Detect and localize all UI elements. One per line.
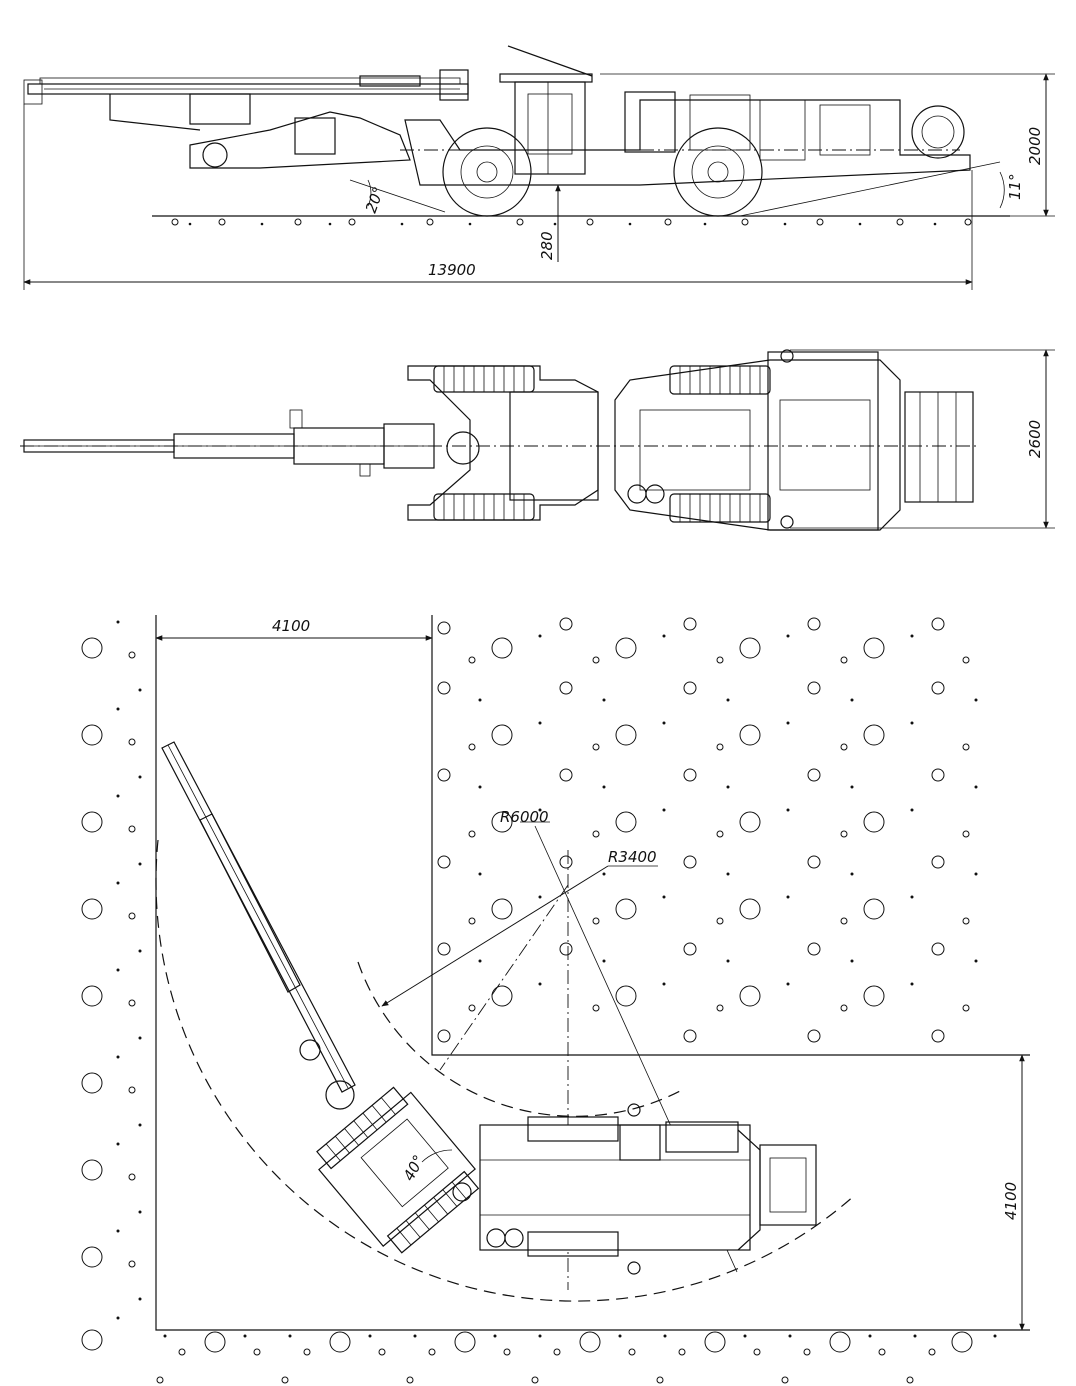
- departure-angle-line: [739, 161, 1001, 217]
- inner-turning-arc: [357, 961, 683, 1117]
- front-frame-top: [407, 365, 599, 521]
- operator-canopy: [499, 45, 593, 175]
- rig-front-frame: [316, 1086, 480, 1254]
- drift-width-top-label: 4100: [272, 617, 310, 635]
- departure-angle-label: 11°: [1006, 173, 1024, 200]
- front-wheel: [442, 127, 532, 217]
- approach-angle-arc: [367, 179, 372, 207]
- turning-centerline-diagonal: [439, 884, 569, 1071]
- rear-frame-top: [614, 349, 901, 531]
- ground-hatch: [171, 218, 972, 226]
- drill-boom-side: [23, 69, 469, 169]
- rock-left-strip: [81, 620, 142, 1351]
- rock-bottom-strip: [156, 1331, 997, 1384]
- front-tires-top: [433, 365, 535, 521]
- r3400-leader: [381, 865, 609, 1007]
- approach-angle-label: 20°: [362, 184, 388, 215]
- inner-drift-wall: [431, 615, 1030, 1056]
- side-view: 13900 2000 280 20° 11°: [23, 45, 1055, 290]
- rear-tires-top: [669, 365, 771, 523]
- outer-drift-wall: [155, 615, 1030, 1331]
- approach-angle-line: [349, 179, 446, 213]
- articulation-angle-arc: [421, 1149, 453, 1163]
- rear-reel-top: [904, 391, 974, 503]
- departure-angle-arc: [999, 171, 1005, 209]
- outer-turning-arc: [155, 839, 856, 1302]
- drill-boom-top: [23, 409, 480, 477]
- rear-wheel: [673, 127, 763, 217]
- overall-length-label: 13900: [428, 261, 476, 279]
- outer-radius-label: R6000: [500, 808, 549, 826]
- height-label: 2000: [1026, 127, 1044, 165]
- drift-width-right-label: 4100: [1002, 1182, 1020, 1220]
- top-view: 2600: [20, 349, 1055, 531]
- rock-inner-block: [437, 617, 978, 1043]
- inner-radius-label: R3400: [608, 848, 657, 866]
- ground-clearance-label: 280: [538, 231, 556, 260]
- articulation-joint: [452, 1182, 472, 1202]
- rig-rear-frame: [479, 1103, 817, 1275]
- rig-boom-turning: [161, 741, 356, 1110]
- chassis-side: [400, 91, 971, 186]
- turning-view: R6000 R3400: [81, 615, 1030, 1384]
- width-label: 2600: [1026, 420, 1044, 458]
